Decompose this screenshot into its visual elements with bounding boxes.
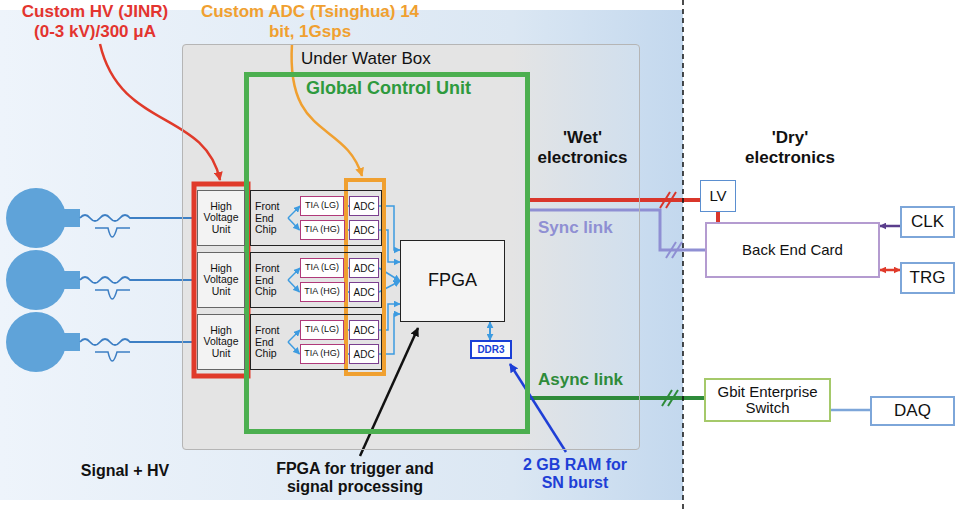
hv-group-frame	[194, 184, 248, 376]
box-label: TRG	[910, 269, 946, 288]
box-label: Gbit Enterprise Switch	[709, 384, 826, 417]
box-label: DDR3	[477, 344, 504, 355]
callout-note: Custom HV (JINR) (0-3 kV)/300 μA	[10, 2, 180, 41]
box-label: FPGA	[428, 271, 477, 291]
box-label: Back End Card	[742, 242, 843, 259]
tia-box: TIA (LG)	[300, 196, 344, 216]
box-label: ADC	[354, 201, 375, 212]
adc-box: ADC	[349, 344, 379, 364]
region-label: 'Dry' electronics	[735, 128, 845, 167]
box-label: ADC	[354, 263, 375, 274]
connector	[831, 409, 870, 412]
box-label: High Voltage Unit	[201, 263, 241, 298]
group-heading: Front End Chip	[255, 263, 295, 298]
callout-note: Custom ADC (Tsinghua) 14 bit, 1Gsps	[200, 2, 420, 41]
tia-box: TIA (LG)	[300, 258, 344, 278]
adc-group-frame	[346, 180, 384, 374]
adc-box: ADC	[349, 320, 379, 340]
box-label: TIA (HG)	[304, 349, 340, 359]
tia-box: TIA (HG)	[300, 282, 345, 302]
daq-box: DAQ	[870, 396, 955, 426]
front-end-board: Front End Chip TIA (LG) TIA (HG) ADC ADC	[250, 252, 382, 308]
callout-note: FPGA for trigger and signal processing	[255, 460, 455, 497]
adc-box: ADC	[349, 258, 379, 278]
water-region	[0, 10, 683, 500]
backend-card: Back End Card	[705, 222, 880, 278]
link-label: Async link	[538, 370, 623, 390]
memory-box: DDR3	[470, 340, 512, 359]
connector	[489, 322, 491, 340]
box-label: ADC	[354, 349, 375, 360]
connector	[288, 342, 300, 354]
box-label: ADC	[354, 287, 375, 298]
box-label: DAQ	[894, 402, 931, 421]
callout-note: 2 GB RAM for SN burst	[515, 456, 635, 493]
tia-box: TIA (LG)	[300, 320, 344, 340]
pulse-symbol	[95, 228, 130, 361]
trigger-box: TRG	[900, 262, 955, 294]
box-label: TIA (LG)	[305, 325, 339, 335]
connector	[530, 210, 705, 250]
link-label: Sync link	[538, 218, 613, 238]
control-unit: Global Control UnitFront End ChipTIA (LG…	[244, 72, 530, 434]
box-fill	[182, 44, 640, 450]
box-label: High Voltage Unit	[201, 325, 241, 360]
connector	[530, 198, 700, 202]
adc-box: ADC	[349, 196, 379, 216]
housing-box: Under Water BoxGlobal Control UnitFront …	[182, 44, 640, 450]
box-label: CLK	[911, 213, 944, 232]
pmt-group	[6, 188, 80, 372]
connector	[288, 218, 300, 230]
group-heading: Front End Chip	[255, 201, 295, 236]
adc-box: ADC	[349, 282, 379, 302]
box-label: TIA (LG)	[305, 201, 339, 211]
box-label: TIA (LG)	[305, 263, 339, 273]
box-label: ADC	[354, 325, 375, 336]
front-end-board: Front End Chip TIA (LG) TIA (HG) ADC ADC	[250, 314, 382, 370]
connector	[288, 330, 300, 342]
clock-box: CLK	[900, 206, 955, 238]
cable-label: Signal + HV	[70, 462, 180, 480]
box-label: High Voltage Unit	[201, 201, 241, 236]
adc-box: ADC	[349, 220, 379, 240]
wet-dry-divider	[682, 0, 684, 510]
hv-unit: High Voltage Unit	[197, 314, 245, 370]
front-end-board: Front End Chip TIA (LG) TIA (HG) ADC ADC	[250, 190, 382, 246]
box-label: TIA (HG)	[304, 225, 340, 235]
group-heading: Under Water Box	[301, 50, 431, 69]
tia-box: TIA (HG)	[300, 344, 345, 364]
box-label: TIA (HG)	[304, 287, 340, 297]
box-label: ADC	[354, 225, 375, 236]
region-label: 'Wet' electronics	[530, 128, 635, 167]
box-label: LV	[709, 188, 726, 205]
hv-unit: High Voltage Unit	[197, 190, 245, 246]
connector	[530, 396, 704, 400]
connector	[716, 212, 720, 222]
network-switch: Gbit Enterprise Switch	[704, 378, 831, 422]
connector	[880, 269, 900, 272]
connector	[288, 280, 300, 292]
leader-line	[100, 44, 220, 180]
connector	[880, 225, 900, 228]
connector	[288, 206, 300, 218]
power-box: LV	[700, 180, 736, 212]
tia-box: TIA (HG)	[300, 220, 345, 240]
signal-cable	[80, 215, 196, 345]
connector	[288, 268, 300, 280]
group-heading: Front End Chip	[255, 325, 295, 360]
fpga-box: FPGA	[400, 240, 505, 322]
hv-unit: High Voltage Unit	[197, 252, 245, 308]
group-heading: Global Control Unit	[306, 79, 471, 99]
cable-slash	[660, 192, 682, 406]
